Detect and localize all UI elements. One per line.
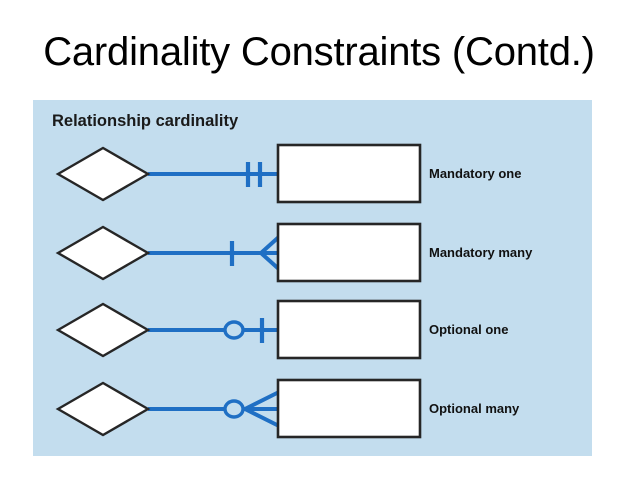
diagram-row-mandatory-one (55, 143, 422, 204)
relationship-diamond (55, 225, 151, 281)
entity-rectangle (276, 222, 422, 283)
entity-rectangle (276, 299, 422, 360)
row-label-mandatory-many: Mandatory many (429, 245, 533, 260)
row-label-optional-one: Optional one (429, 322, 509, 337)
row-label-mandatory-one: Mandatory one (429, 166, 522, 181)
diagram-row-mandatory-many (55, 222, 422, 283)
relationship-diamond (55, 381, 151, 437)
cardinality-diagram (55, 143, 422, 439)
panel-heading: Relationship cardinality (52, 112, 239, 130)
row-label-optional-many: Optional many (429, 401, 520, 416)
page-title: Cardinality Constraints (Contd.) (43, 30, 595, 74)
content-panel: Relationship cardinality (33, 100, 592, 456)
diagram-row-optional-one (55, 299, 422, 360)
crows-foot-icon (244, 389, 282, 429)
optional-circle-icon (223, 320, 245, 340)
relationship-diamond (55, 146, 151, 202)
diagram-row-optional-many (55, 378, 422, 439)
optional-circle-icon (223, 399, 245, 419)
relationship-diamond (55, 302, 151, 358)
entity-rectangle (276, 378, 422, 439)
entity-rectangle (276, 143, 422, 204)
